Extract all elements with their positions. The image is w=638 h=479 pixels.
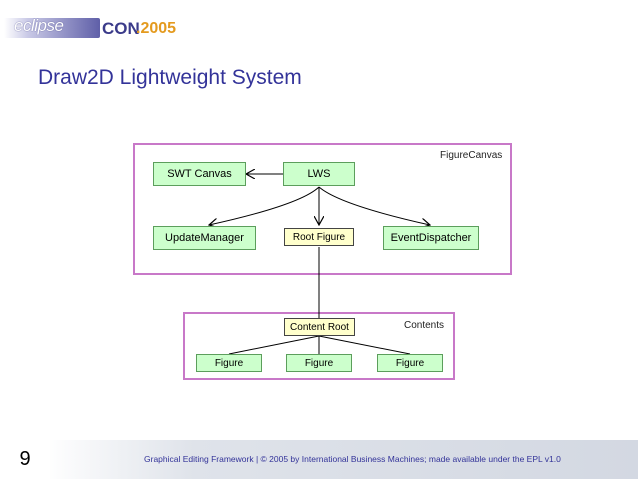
logo-year-text: .2005 (136, 20, 177, 37)
swt-canvas-node: SWT Canvas (153, 162, 246, 186)
figure-node-2: Figure (286, 354, 352, 372)
link-content-root-figure-3 (318, 335, 411, 355)
link-lws-update-manager (209, 186, 320, 225)
logo-band (4, 18, 100, 38)
eclipsecon-logo: eclipse CON .2005 (4, 10, 176, 44)
content-root-node: Content Root (284, 318, 355, 336)
footer-bar (45, 440, 638, 479)
event-dispatcher-node: EventDispatcher (383, 226, 479, 250)
logo-con-text: CON (102, 19, 140, 38)
contents-label: Contents (404, 320, 445, 331)
lws-node: LWS (283, 162, 355, 186)
page-number: 9 (0, 440, 50, 479)
logo-eclipse-text: eclipse (14, 16, 64, 35)
root-figure-node: Root Figure (284, 228, 354, 246)
figure-canvas-label: FigureCanvas (440, 150, 503, 161)
figure-node-3: Figure (377, 354, 443, 372)
update-manager-node: UpdateManager (153, 226, 256, 250)
figure-node-1: Figure (196, 354, 262, 372)
footer-copyright: Graphical Editing Framework | © 2005 by … (144, 454, 561, 464)
link-lws-event-dispatcher (318, 186, 430, 225)
slide-title: Draw2D Lightweight System (38, 66, 302, 89)
link-content-root-figure-1 (228, 335, 320, 355)
